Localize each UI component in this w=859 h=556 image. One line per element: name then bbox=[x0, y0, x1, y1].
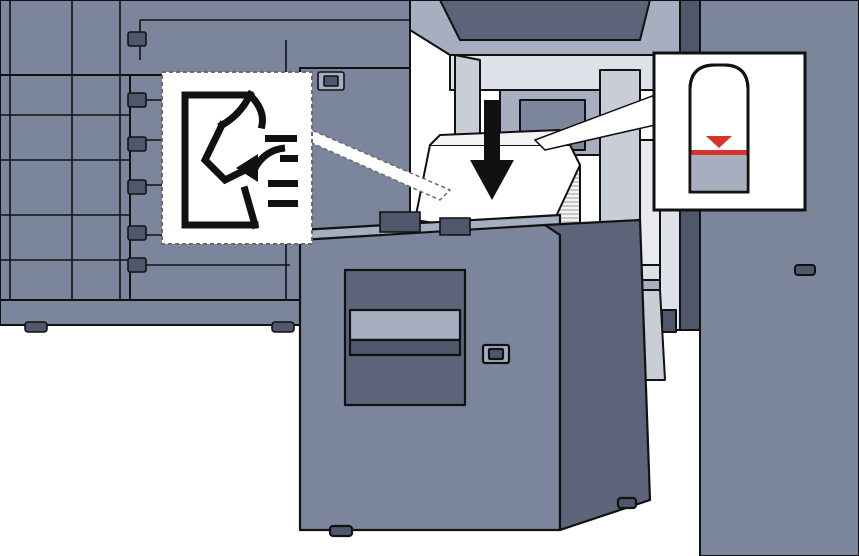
paper-fill-limit-icon bbox=[688, 63, 750, 194]
printer-feet bbox=[24, 321, 295, 333]
printer-body bbox=[0, 0, 411, 326]
paper-curl-load-icon bbox=[181, 90, 266, 230]
cassette-drawer-front[interactable] bbox=[298, 213, 652, 538]
callout-fill-limit bbox=[533, 51, 807, 212]
paper-insert-arrow-icon bbox=[236, 135, 298, 207]
paper-guide-clips bbox=[379, 211, 471, 236]
down-arrow-icon bbox=[470, 100, 514, 200]
callout-paper-curl bbox=[161, 71, 452, 245]
printer-handle-slots bbox=[127, 31, 345, 273]
